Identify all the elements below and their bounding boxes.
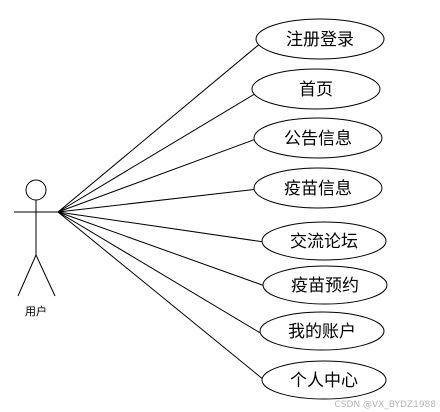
watermark: CSDN @VX_BYDZ1988: [334, 400, 436, 410]
use-case-2: 公告信息: [253, 117, 383, 159]
use-case-6: 我的账户: [259, 311, 385, 351]
use-case-3: 疫苗信息: [253, 167, 383, 209]
use-case-label: 注册登录: [286, 30, 354, 50]
association-line-7: [57, 211, 265, 381]
association-line-6: [57, 211, 263, 335]
use-case-1: 首页: [251, 68, 381, 110]
association-line-2: [57, 138, 257, 213]
association-line-3: [57, 188, 259, 213]
association-line-4: [57, 211, 265, 243]
use-case-label: 个人中心: [290, 371, 358, 391]
use-case-ellipse: [253, 167, 383, 209]
actor-head: [25, 179, 47, 201]
use-case-label: 我的账户: [288, 322, 356, 342]
use-case-ellipse: [261, 360, 387, 400]
actor-right-leg: [35, 254, 56, 297]
use-case-5: 疫苗预约: [262, 265, 388, 305]
use-case-ellipse: [262, 265, 388, 305]
association-line-1: [57, 91, 259, 213]
use-case-ellipse: [255, 18, 385, 60]
use-case-label: 交流论坛: [290, 232, 358, 252]
association-line-5: [57, 211, 266, 287]
use-case-label: 疫苗预约: [291, 276, 359, 296]
actor-label: 用户: [25, 304, 47, 318]
use-case-7: 个人中心: [261, 360, 387, 400]
use-case-4: 交流论坛: [261, 221, 387, 261]
actor-user: [14, 179, 58, 297]
use-case-0: 注册登录: [255, 18, 385, 60]
use-case-label: 公告信息: [284, 129, 352, 149]
use-case-ellipse: [251, 68, 381, 110]
use-case-ellipse: [261, 221, 387, 261]
actor-left-leg: [17, 254, 37, 297]
use-case-label: 首页: [299, 80, 333, 100]
use-case-ellipse: [259, 311, 385, 351]
association-lines: [57, 41, 266, 381]
use-case-label: 疫苗信息: [284, 179, 352, 199]
use-case-ellipse: [253, 117, 383, 159]
association-line-0: [57, 41, 263, 213]
